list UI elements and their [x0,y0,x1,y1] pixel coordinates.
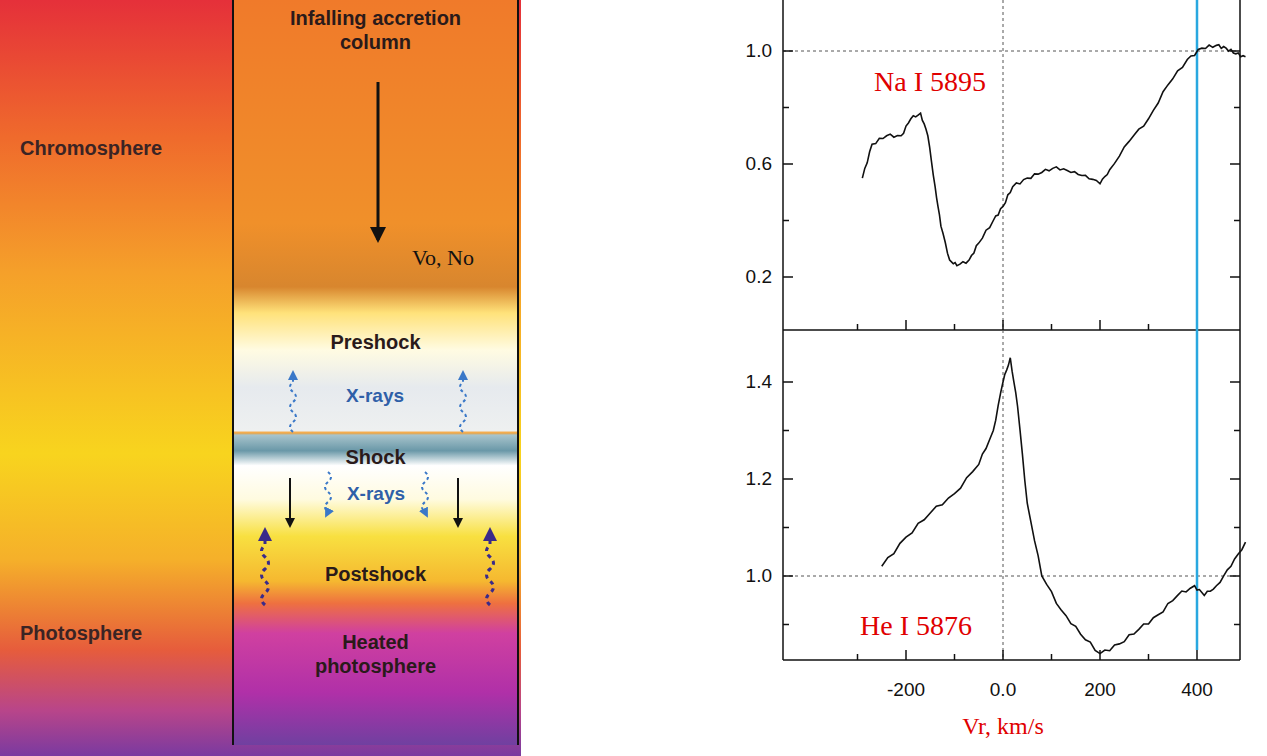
axis-title: Vr, km/s [962,713,1044,740]
band-label: Shock [234,441,517,469]
grid-line [783,576,1240,577]
tick-mark [783,50,793,52]
xray-label: X-rays [346,385,404,407]
tick-mark [954,654,956,660]
infall-arrow [377,82,380,240]
axis-line [783,659,1240,661]
tick-mark [783,381,793,383]
flow-symbol: Vo, No [412,245,474,271]
tick-mark [783,478,793,480]
tick-mark [1002,650,1004,660]
tick-mark [1230,163,1240,165]
tick-mark [1196,650,1198,660]
tick-label: 1.2 [746,468,772,490]
tick-mark [1230,276,1240,278]
atmosphere-ground [0,0,521,756]
flow-arrow [457,478,459,526]
shock-band: Shock [234,441,517,477]
tick-mark [905,320,907,330]
tick-mark [1230,478,1240,480]
flow-arrow [289,478,291,526]
tick-mark [783,527,789,529]
tick-mark [1234,624,1240,626]
tick-mark [1099,650,1101,660]
line-name: He I 5876 [858,610,974,642]
tick-mark [1234,430,1240,432]
accretion-column: PreshockShockPostshockHeated photosphere… [232,0,519,745]
tick-label: -200 [887,679,925,701]
xray-wave [325,472,331,516]
tick-mark [783,107,789,109]
tick-mark [1148,654,1150,660]
marker-line [1196,0,1199,650]
tick-mark [857,654,859,660]
tick-mark [783,276,793,278]
tick-mark [1002,320,1004,330]
band-label: Preshock [234,326,517,354]
tick-label: 200 [1084,679,1116,701]
region-label: Chromosphere [20,137,162,160]
tick-mark [783,163,793,165]
chart-frame [783,0,1240,660]
tick-label: 1.0 [746,40,772,62]
grid-line [783,51,1240,52]
heating-wave [262,530,269,605]
postshock-band: Postshock [234,558,517,594]
tick-mark [1234,220,1240,222]
tick-label: 0.6 [746,153,772,175]
spectrum-curve [862,45,1245,266]
band-label: Infalling accretion column [271,0,481,54]
tick-mark [1230,575,1240,577]
column-ground [232,0,519,745]
tick-mark [905,650,907,660]
tick-mark [783,624,789,626]
tick-mark [783,430,789,432]
tick-mark [857,324,859,330]
region-label: Photosphere [20,622,142,645]
heating-wave [487,530,494,605]
line-name: Na I 5895 [872,66,988,98]
tick-label: 1.4 [746,371,772,393]
tick-mark [1234,527,1240,529]
tick-mark [1099,320,1101,330]
tick-label: 0.0 [990,679,1016,701]
preshock-band: Preshock [234,326,517,362]
xray-wave [422,472,428,516]
xray-wave [290,372,296,432]
axis-line [783,329,1240,331]
grid-line [1003,0,1004,330]
tick-mark [1148,324,1150,330]
tick-label: 0.2 [746,266,772,288]
xray-wave [460,372,466,432]
heated-photosphere-band: Heated photosphere [234,626,517,696]
tick-mark [1051,654,1053,660]
tick-label: 1.0 [746,565,772,587]
xray-label: X-rays [347,483,405,505]
tick-label: 400 [1181,679,1213,701]
band-label: Postshock [234,558,517,586]
tick-mark [1234,107,1240,109]
band-label: Heated photosphere [306,626,446,678]
tick-mark [783,575,793,577]
tick-mark [954,324,956,330]
tick-mark [783,220,789,222]
tick-mark [1051,324,1053,330]
tick-mark [1230,381,1240,383]
